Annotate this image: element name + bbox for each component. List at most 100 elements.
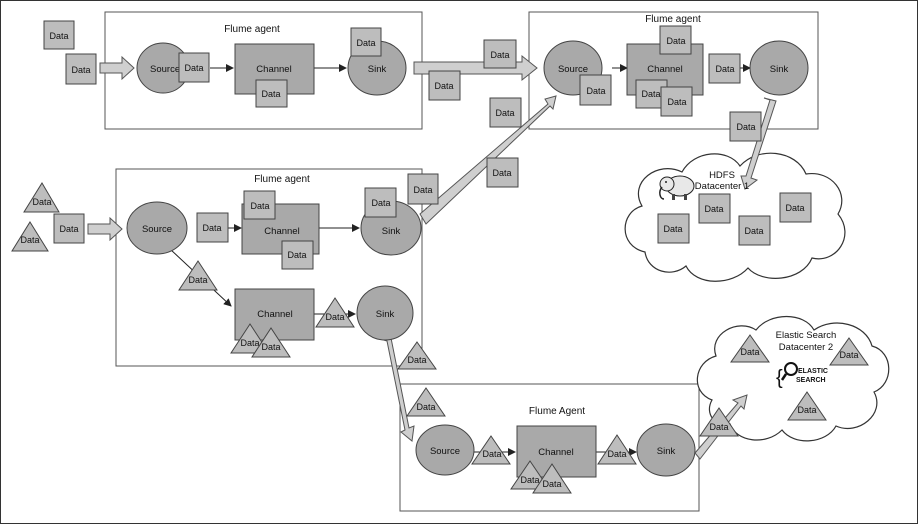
data-triangle: Data [730, 334, 770, 363]
data-triangle: Data [829, 337, 869, 366]
channel-label-bottom: Channel [538, 447, 573, 458]
svg-text:Data: Data [325, 312, 344, 322]
data-square: Data [65, 53, 97, 85]
data-triangle: Data [11, 221, 49, 252]
data-triangle: Data [315, 297, 355, 328]
data-triangle: Data [251, 327, 291, 358]
svg-text:Data: Data [663, 224, 682, 234]
flow-arrow-middle-sink-to-bottom-source [379, 337, 415, 442]
data-square: Data [660, 86, 693, 117]
svg-text:Data: Data [413, 185, 432, 195]
svg-text:Data: Data [704, 204, 723, 214]
svg-text:{: { [776, 367, 783, 389]
data-square: Data [698, 193, 731, 224]
sink-label-top-left: Sink [368, 64, 387, 75]
data-square: Data [486, 157, 519, 188]
channel-label-middle: Channel [264, 226, 299, 237]
svg-text:Data: Data [709, 422, 728, 432]
data-square: Data [659, 25, 692, 55]
svg-text:Data: Data [261, 89, 280, 99]
svg-text:Data: Data [490, 50, 509, 60]
hdfs-subtitle: Datacenter 1 [695, 181, 749, 192]
data-square: Data [428, 70, 461, 101]
data-square: Data [350, 27, 382, 57]
svg-text:Data: Data [71, 65, 90, 75]
hadoop-elephant-icon [659, 175, 695, 200]
svg-text:Data: Data [607, 449, 626, 459]
svg-text:Data: Data [188, 275, 207, 285]
source-label-top-left: Source [150, 64, 180, 75]
sink-node-top-right [749, 40, 809, 96]
svg-text:Data: Data [261, 342, 280, 352]
flume-agent-middle-title: Flume agent [254, 174, 310, 185]
data-triangle: Data [178, 260, 218, 291]
svg-text:Data: Data [641, 89, 660, 99]
elasticsearch-logo-icon: { ELASTIC SEARCH [776, 362, 828, 389]
data-square: Data [657, 213, 690, 244]
data-square: Data [579, 74, 612, 106]
elastic-subtitle: Datacenter 2 [779, 342, 833, 353]
data-triangle: Data [397, 341, 437, 370]
svg-text:Data: Data [287, 250, 306, 260]
svg-text:SEARCH: SEARCH [796, 377, 826, 384]
svg-text:Data: Data [59, 224, 78, 234]
sink-node-middle-lower [356, 285, 414, 341]
elastic-title: Elastic Search [776, 330, 837, 341]
svg-text:Data: Data [542, 479, 561, 489]
svg-text:Data: Data [184, 63, 203, 73]
channel-label-top-right: Channel [647, 64, 682, 75]
svg-text:Data: Data [407, 355, 426, 365]
svg-text:Data: Data [434, 81, 453, 91]
data-square: Data [178, 52, 210, 83]
data-triangle: Data [471, 435, 511, 465]
svg-text:Data: Data [492, 168, 511, 178]
data-triangle: Data [406, 387, 446, 417]
data-square: Data [255, 79, 288, 108]
data-square: Data [196, 212, 229, 243]
svg-text:Data: Data [250, 201, 269, 211]
data-triangle: Data [787, 391, 827, 421]
data-triangle: Data [532, 463, 572, 494]
svg-text:Data: Data [586, 86, 605, 96]
svg-text:Data: Data [715, 64, 734, 74]
svg-text:Data: Data [356, 38, 375, 48]
svg-text:Data: Data [482, 449, 501, 459]
svg-text:Data: Data [785, 203, 804, 213]
sink-label-bottom: Sink [657, 446, 676, 457]
sink-label-middle-lower: Sink [376, 309, 395, 320]
data-square: Data [281, 240, 314, 270]
source-label-bottom: Source [430, 446, 460, 457]
data-triangle: Data [699, 407, 739, 437]
sink-label-top-right: Sink [770, 64, 789, 75]
svg-text:Data: Data [49, 31, 68, 41]
svg-text:ELASTIC: ELASTIC [798, 368, 828, 375]
source-node-bottom [415, 424, 475, 476]
data-square: Data [243, 190, 276, 220]
flume-agent-top-right-title: Flume agent [645, 14, 701, 25]
data-square: Data [779, 192, 812, 223]
svg-text:Data: Data [20, 235, 39, 245]
input-flow-arrow-middle [87, 216, 123, 242]
source-label-top-right: Source [558, 64, 588, 75]
svg-text:Data: Data [371, 198, 390, 208]
source-label-middle: Source [142, 224, 172, 235]
input-flow-arrow-top [99, 55, 135, 81]
svg-text:Data: Data [744, 226, 763, 236]
data-square: Data [53, 213, 85, 244]
svg-text:Data: Data [520, 475, 539, 485]
data-square: Data [407, 173, 439, 205]
data-square: Data [483, 39, 517, 69]
flume-agent-bottom-title: Flume Agent [529, 406, 585, 417]
data-triangle: Data [510, 460, 550, 490]
flume-agent-top-left-title: Flume agent [224, 24, 280, 35]
data-triangle: Data [597, 434, 637, 465]
svg-text:Data: Data [797, 405, 816, 415]
channel-label-top-left: Channel [256, 64, 291, 75]
data-square: Data [364, 187, 397, 218]
channel-label-middle-lower: Channel [257, 309, 292, 320]
data-square: Data [489, 97, 522, 128]
svg-text:Data: Data [667, 97, 686, 107]
svg-text:Data: Data [32, 197, 51, 207]
svg-text:Data: Data [202, 223, 221, 233]
